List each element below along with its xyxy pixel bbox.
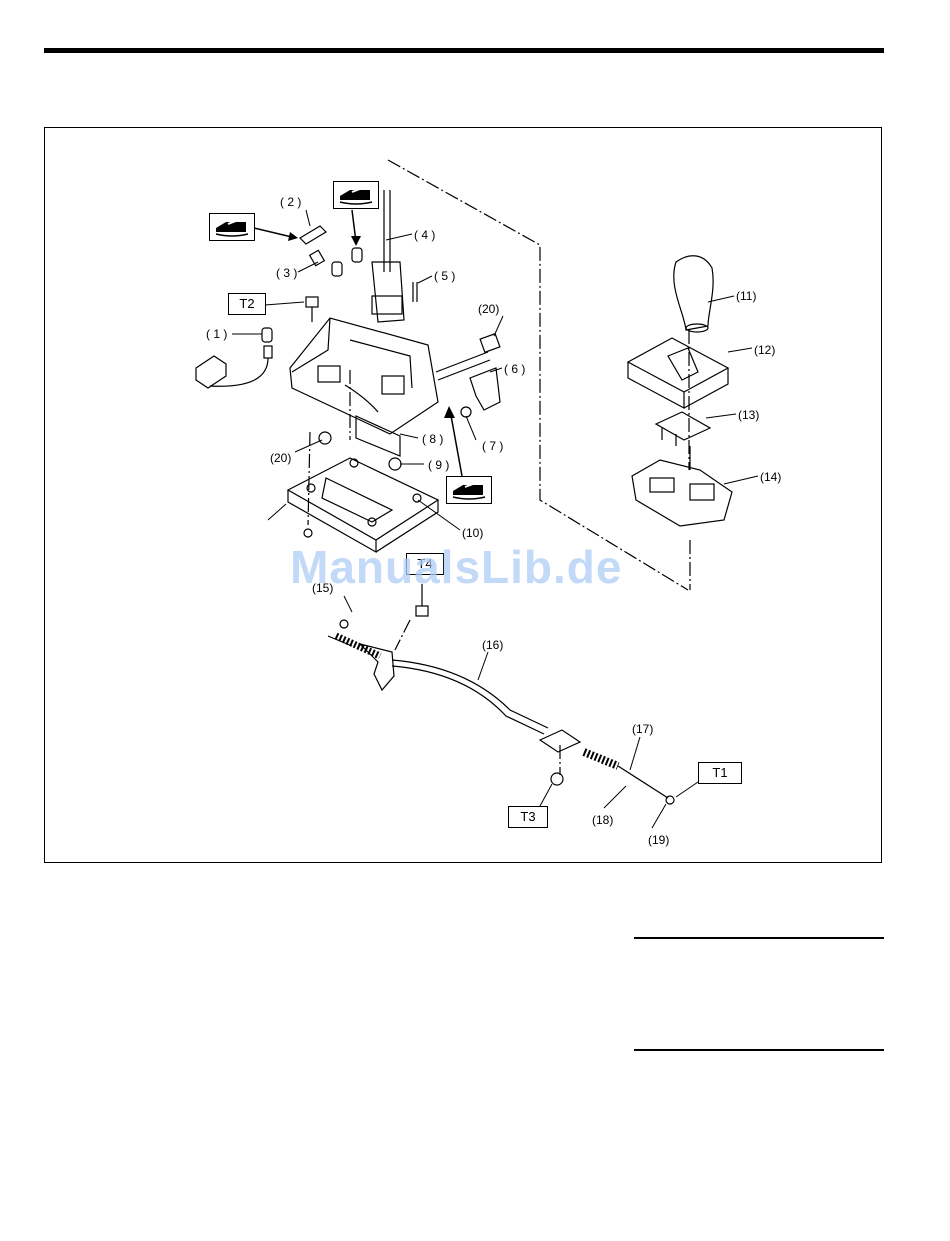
callout-4: ( 4 ) <box>414 228 435 242</box>
callout-1: ( 1 ) <box>206 327 227 341</box>
callout-10: (10) <box>462 526 483 540</box>
torque-box-t1: T1 <box>698 762 742 784</box>
indicator-plate <box>656 412 710 446</box>
grease-can-icon <box>209 213 255 241</box>
callout-20-lower: (20) <box>270 451 291 465</box>
torque-box-t3: T3 <box>508 806 548 828</box>
side-rule-upper <box>634 937 884 939</box>
cover-plate <box>288 458 438 552</box>
control-cable <box>328 584 674 804</box>
shaft-and-bracket <box>319 334 500 470</box>
callout-14: (14) <box>760 470 781 484</box>
callout-13: (13) <box>738 408 759 422</box>
indicator-cover <box>628 338 728 408</box>
callout-3: ( 3 ) <box>276 266 297 280</box>
callout-19: (19) <box>648 833 669 847</box>
callout-7: ( 7 ) <box>482 439 503 453</box>
callout-6: ( 6 ) <box>504 362 525 376</box>
callout-18: (18) <box>592 813 613 827</box>
callout-20-upper: (20) <box>478 302 499 316</box>
grease-can-icon <box>333 181 379 209</box>
callout-12: (12) <box>754 343 775 357</box>
alignment-lines <box>308 160 690 775</box>
watermark: ManualsLib.de <box>290 540 622 594</box>
selector-housing <box>290 318 438 456</box>
callout-8: ( 8 ) <box>422 432 443 446</box>
callout-9: ( 9 ) <box>428 458 449 472</box>
callout-5: ( 5 ) <box>434 269 455 283</box>
bolt-t2 <box>306 297 318 322</box>
torque-box-t2: T2 <box>228 293 266 315</box>
callout-2: ( 2 ) <box>280 195 301 209</box>
callout-16: (16) <box>482 638 503 652</box>
callout-17: (17) <box>632 722 653 736</box>
grease-can-icon <box>446 476 492 504</box>
shift-knob <box>674 256 713 332</box>
callout-11: (11) <box>736 289 756 303</box>
select-unit <box>632 446 732 526</box>
side-rule-lower <box>634 1049 884 1051</box>
